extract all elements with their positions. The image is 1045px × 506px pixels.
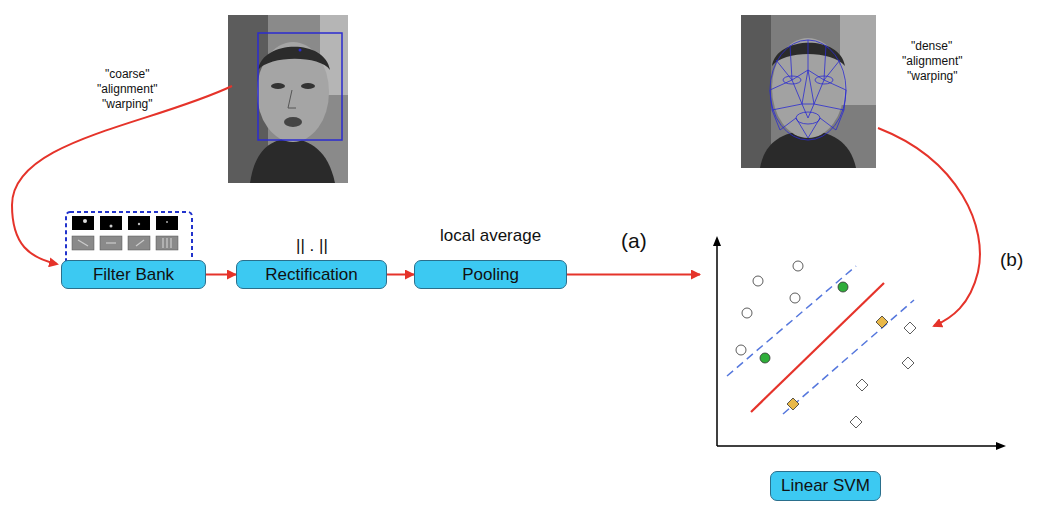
box-label: Rectification: [265, 265, 358, 285]
face-photo-mesh: [741, 15, 876, 168]
edge-label: (a): [621, 229, 647, 253]
annotation-label: "warping": [102, 97, 153, 111]
classifier-label: Linear SVM: [770, 471, 881, 501]
annotation-label: local average: [440, 226, 541, 246]
annotation-label: || . ||: [296, 236, 328, 256]
annotation-label: "dense": [911, 39, 952, 53]
svm-panel: Linear SVM: [700, 232, 1012, 504]
flow-arrow: [206, 274, 236, 276]
annotation-label: "warping": [907, 69, 958, 83]
annotation-label: "alignment": [97, 82, 158, 96]
coarse-warp-arrow: [12, 86, 232, 264]
process-box: Rectification: [236, 260, 387, 289]
box-label: Pooling: [462, 265, 519, 285]
svm-plot: [713, 236, 1006, 450]
annotation-label: "coarse": [105, 67, 150, 81]
annotation-label: (b): [1000, 249, 1023, 271]
flow-arrow: [387, 274, 414, 276]
flow-arrow: [567, 274, 700, 276]
box-label: Filter Bank: [93, 265, 174, 285]
annotation-label: "alignment": [902, 54, 963, 68]
process-box: Pooling: [414, 260, 567, 289]
dense-warp-arrow: [878, 128, 980, 326]
process-box: Filter Bank: [61, 260, 206, 289]
face-photo: [228, 15, 348, 183]
